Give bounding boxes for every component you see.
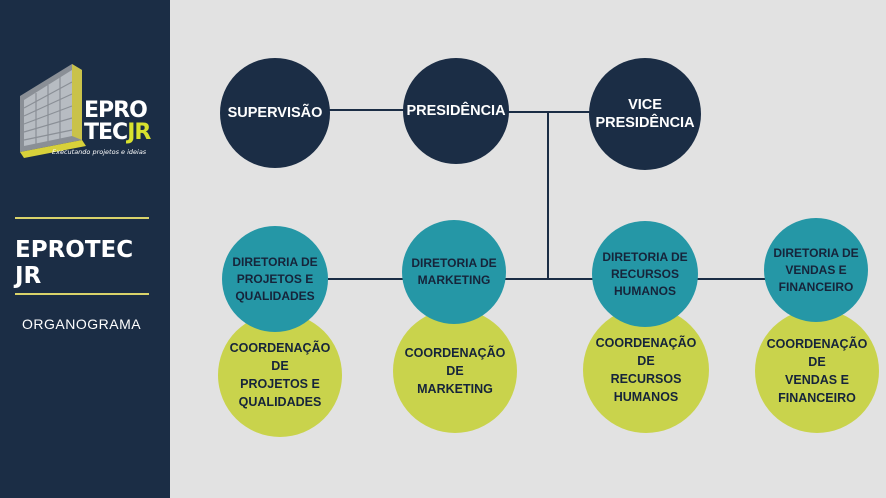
node-coordenacao-projetos: COORDENAÇÃO DE PROJETOS E QUALIDADES (218, 313, 342, 437)
node-label: DIRETORIA DE PROJETOS E QUALIDADES (232, 254, 318, 303)
node-label: SUPERVISÃO (227, 105, 323, 121)
node-label: PRESIDÊNCIA (406, 103, 506, 119)
sidebar: EPRO TECJR Executando projetos e ideias … (0, 0, 170, 498)
logo-tagline: Executando projetos e ideias (52, 148, 147, 156)
node-label: COORDENAÇÃO DE PROJETOS E QUALIDADES (229, 341, 331, 409)
building-logo-icon (20, 64, 86, 158)
node-coordenacao-vendas: COORDENAÇÃO DE VENDAS E FINANCEIRO (755, 309, 879, 433)
node-diretoria-rh: DIRETORIA DE RECURSOS HUMANOS (592, 221, 698, 327)
node-diretoria-marketing: DIRETORIA DE MARKETING (402, 220, 506, 324)
node-vice-presidencia: VICE PRESIDÊNCIA (589, 58, 701, 170)
divider-top (15, 217, 149, 219)
company-logo: EPRO TECJR Executando projetos e ideias (16, 62, 156, 162)
node-label: DIRETORIA DE VENDAS E FINANCEIRO (773, 245, 859, 294)
node-label: DIRETORIA DE RECURSOS HUMANOS (602, 249, 688, 298)
node-diretoria-projetos: DIRETORIA DE PROJETOS E QUALIDADES (222, 226, 328, 332)
page-subtitle: ORGANOGRAMA (22, 316, 142, 332)
node-label: COORDENAÇÃO DE RECURSOS HUMANOS (595, 336, 697, 404)
node-presidencia: PRESIDÊNCIA (403, 58, 509, 164)
company-name: EPROTEC JR (15, 237, 134, 289)
node-coordenacao-rh: COORDENAÇÃO DE RECURSOS HUMANOS (583, 307, 709, 433)
node-label: VICE PRESIDÊNCIA (595, 97, 695, 131)
logo-text-line2: TECJR (84, 120, 151, 145)
node-label: COORDENAÇÃO DE VENDAS E FINANCEIRO (766, 337, 868, 405)
logo-text-line1: EPRO (84, 98, 148, 123)
node-label: DIRETORIA DE MARKETING (411, 256, 497, 287)
node-diretoria-vendas: DIRETORIA DE VENDAS E FINANCEIRO (764, 218, 868, 322)
node-label: COORDENAÇÃO DE MARKETING (404, 346, 506, 396)
divider-bottom (15, 293, 149, 295)
node-supervisao: SUPERVISÃO (220, 58, 330, 168)
node-coordenacao-marketing: COORDENAÇÃO DE MARKETING (393, 309, 517, 433)
